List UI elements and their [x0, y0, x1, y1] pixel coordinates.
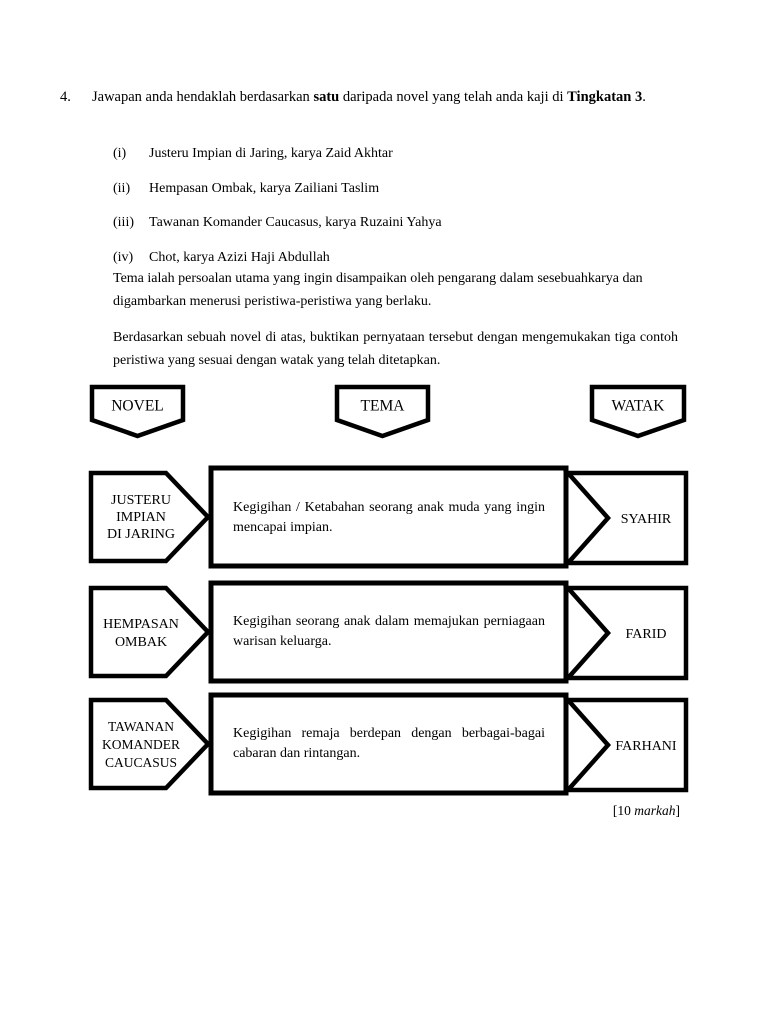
row-tema-description: Kegigihan remaja berdepan dengan berbaga…: [233, 726, 545, 761]
header-watak: WATAK: [589, 384, 687, 439]
header-novel-label: NOVEL: [111, 398, 164, 415]
list-item: (iii) Tawanan Komander Caucasus, karya R…: [113, 213, 673, 233]
list-item: (iv) Chot, karya Azizi Haji Abdullah: [113, 248, 673, 268]
question-text-part1: Jawapan anda hendaklah berdasarkan: [92, 89, 314, 105]
list-item-label: Justeru Impian di Jaring, karya Zaid Akh…: [149, 146, 393, 161]
question-block: 4. Jawapan anda hendaklah berdasarkan sa…: [60, 86, 685, 108]
header-tema-label: TEMA: [361, 398, 406, 415]
row-novel-line: IMPIAN: [116, 510, 166, 525]
row-novel-line: OMBAK: [115, 635, 167, 650]
marks-value: 10: [617, 803, 635, 818]
row-novel-line: HEMPASAN: [103, 617, 179, 632]
row-watak-label: FARID: [626, 627, 667, 642]
question-text-part2: daripada novel yang telah anda kaji di: [339, 89, 568, 105]
instruction-paragraph: Berdasarkan sebuah novel di atas, buktik…: [113, 330, 678, 368]
row-watak-label: SYAHIR: [621, 512, 672, 527]
marks-word: markah: [634, 803, 676, 818]
list-item: (i) Justeru Impian di Jaring, karya Zaid…: [113, 144, 673, 164]
list-item-label: Chot, karya Azizi Haji Abdullah: [149, 249, 330, 265]
row-novel-line: DI JARING: [107, 527, 175, 542]
marks-note: [10 markah]: [613, 803, 680, 819]
question-bold-satu: satu: [313, 89, 340, 105]
row-tema-description: Kegigihan seorang anak dalam memajukan p…: [233, 614, 545, 649]
row-tema-description: Kegigihan / Ketabahan seorang anak muda …: [233, 500, 545, 535]
marks-bracket-close: ]: [675, 803, 681, 818]
question-number: 4.: [60, 89, 71, 105]
row-novel-line: JUSTERU: [111, 493, 171, 508]
header-tema: TEMA: [334, 384, 431, 439]
tema-definition-paragraph: Tema ialah persoalan utama yang ingin di…: [113, 271, 643, 309]
row-novel-line: CAUCASUS: [105, 755, 177, 770]
list-item-label: Hempasan Ombak, karya Zailiani Taslim: [149, 180, 380, 196]
list-item-marker: (iii): [113, 215, 134, 231]
question-text: Jawapan anda hendaklah berdasarkan satu …: [92, 86, 685, 108]
list-item-marker: (i): [113, 146, 127, 161]
question-bold-tingkatan: Tingkatan 3: [567, 89, 643, 105]
list-item-marker: (ii): [113, 180, 131, 196]
question-text-part3: .: [642, 89, 646, 105]
header-watak-label: WATAK: [611, 398, 665, 415]
marks-bracket-open: [: [612, 803, 618, 818]
list-item: (ii) Hempasan Ombak, karya Zailiani Tasl…: [113, 179, 673, 199]
list-item-label: Tawanan Komander Caucasus, karya Ruzaini…: [149, 215, 442, 231]
novel-list: (i) Justeru Impian di Jaring, karya Zaid…: [113, 144, 673, 282]
row-novel-line: KOMANDER: [102, 737, 180, 752]
row-novel-line: TAWANAN: [108, 719, 174, 734]
header-novel: NOVEL: [89, 384, 186, 439]
row-watak-label: FARHANI: [615, 739, 677, 754]
list-item-marker: (iv): [113, 249, 134, 265]
